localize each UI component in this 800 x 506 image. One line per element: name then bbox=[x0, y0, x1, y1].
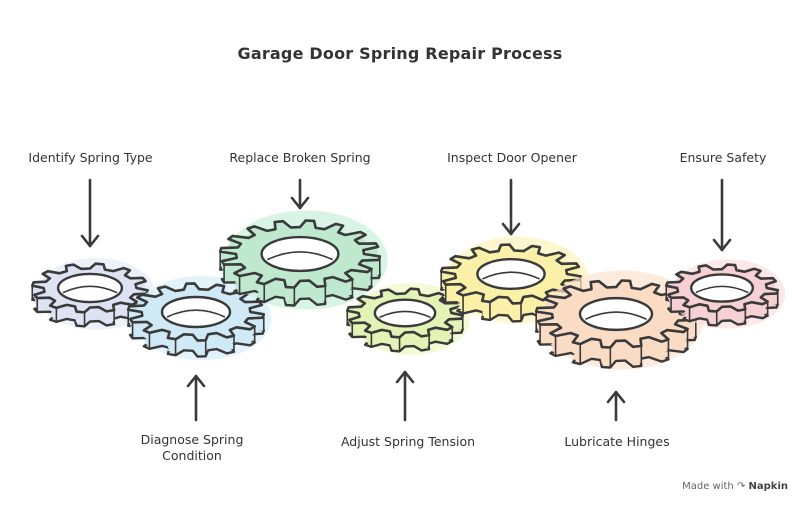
gear-hole-inner-edge bbox=[585, 311, 647, 321]
gear-hole bbox=[56, 272, 124, 304]
arrow-replace-broken-spring bbox=[290, 178, 310, 210]
gear-hole bbox=[476, 257, 546, 291]
gear-step-4 bbox=[346, 283, 471, 355]
step-label-lubricate-hinges: Lubricate Hinges bbox=[564, 434, 670, 449]
step-label-inspect-door-opener: Inspect Door Opener bbox=[447, 150, 577, 165]
gear-hole bbox=[160, 295, 232, 329]
gear-step-7 bbox=[664, 259, 786, 329]
arrow-identify-spring-type bbox=[80, 178, 100, 248]
arrow-head bbox=[606, 390, 626, 404]
gear-hole bbox=[578, 296, 654, 332]
arrow-head bbox=[712, 238, 732, 252]
arrow-ensure-safety bbox=[712, 178, 732, 252]
arrow-head bbox=[501, 222, 521, 236]
gear-step-1 bbox=[30, 258, 156, 330]
gear-hole-inner-edge bbox=[62, 285, 118, 294]
step-label-text: Diagnose Spring Condition bbox=[140, 432, 244, 463]
arrow-adjust-spring-tension bbox=[395, 370, 415, 422]
made-with-text: Made with bbox=[682, 481, 734, 492]
gear-hole bbox=[260, 235, 340, 273]
gear-hole-inner-edge bbox=[695, 285, 749, 294]
step-label-ensure-safety: Ensure Safety bbox=[679, 150, 767, 165]
gear-step-6 bbox=[534, 270, 704, 370]
gear-hole-inner-edge bbox=[166, 309, 226, 318]
gear-hole-inner-edge bbox=[267, 251, 333, 261]
gear-hole-inner-edge bbox=[482, 271, 540, 280]
arrow-diagnose-spring-condition bbox=[186, 374, 206, 422]
diagram-title: Garage Door Spring Repair Process bbox=[237, 44, 563, 63]
made-with-footer: Made with ↷ Napkin bbox=[682, 481, 788, 492]
arrow-head bbox=[395, 370, 415, 384]
gear-hole bbox=[373, 298, 437, 328]
arrow-inspect-door-opener bbox=[501, 178, 521, 236]
napkin-brand-text: Napkin bbox=[748, 481, 788, 492]
arrow-head bbox=[186, 374, 206, 388]
arrow-head bbox=[290, 196, 310, 210]
step-label-replace-broken-spring: Replace Broken Spring bbox=[229, 150, 371, 165]
gear-hole-inner-edge bbox=[379, 310, 431, 319]
step-label-diagnose-spring-condition: Diagnose Spring Condition bbox=[132, 432, 252, 464]
arrow-lubricate-hinges bbox=[606, 390, 626, 422]
gear-step-2 bbox=[126, 275, 272, 361]
gear-hole bbox=[690, 273, 755, 303]
gear-step-3 bbox=[218, 210, 388, 310]
napkin-logo-icon: ↷ bbox=[736, 481, 746, 492]
step-label-adjust-spring-tension: Adjust Spring Tension bbox=[340, 434, 476, 449]
arrow-head bbox=[80, 234, 100, 248]
step-label-identify-spring-type: Identify Spring Type bbox=[28, 150, 153, 165]
